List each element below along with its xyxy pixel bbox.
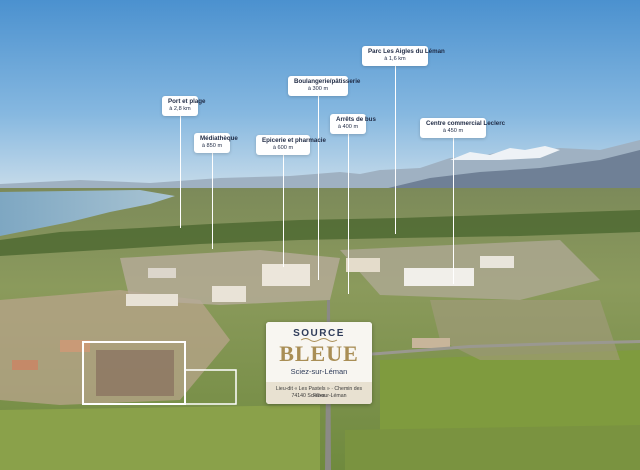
wave-icon [300, 338, 338, 342]
poi-name: Médiathèque [200, 135, 238, 142]
building [12, 360, 38, 370]
project-buildings [96, 350, 174, 396]
building [480, 256, 514, 268]
near-mountains [380, 150, 640, 200]
poi-distance: à 300 m [307, 86, 329, 92]
poi-name: Port et plage [168, 98, 206, 105]
project-site [82, 341, 186, 405]
fields-right [380, 350, 640, 430]
snow-peaks [450, 146, 560, 160]
poi-line [179, 116, 181, 228]
poi-line [394, 66, 396, 234]
village-center [120, 250, 340, 305]
poi-distance: à 850 m [201, 143, 223, 149]
poi-line [347, 134, 349, 294]
poi-name: Parc Les Aigles du Léman [368, 48, 445, 55]
brand-header: SOURCE BLEUE Sciez-sur-Léman [266, 322, 372, 382]
poi-line [211, 153, 213, 249]
poi-mediatheque: Médiathèque à 850 m [194, 133, 238, 249]
building [126, 294, 178, 306]
building [404, 268, 474, 286]
poi-arrets-bus: Arrêts de bus à 400 m [330, 114, 376, 294]
building [262, 264, 310, 286]
poi-label: Epicerie et pharmacie à 600 m [256, 135, 326, 155]
poi-epicerie-pharmacie: Epicerie et pharmacie à 600 m [256, 135, 326, 267]
forest-band [0, 210, 640, 256]
site-outline [185, 369, 237, 405]
brand-town: Sciez-sur-Léman [290, 367, 348, 376]
poi-label: Port et plage à 2,8 km [162, 96, 206, 116]
poi-label: Médiathèque à 850 m [194, 133, 238, 153]
brand-address: Lieu-dit « Les Pastels » · Chemin des Fi… [275, 386, 363, 399]
poi-name: Epicerie et pharmacie [262, 137, 326, 144]
poi-line [317, 96, 319, 280]
poi-name: Arrêts de bus [336, 116, 376, 123]
poi-line [282, 155, 284, 267]
poi-distance: à 400 m [337, 124, 359, 130]
poi-line [452, 138, 454, 284]
poi-label: Centre commercial Leclerc à 450 m [420, 118, 506, 138]
brand-bleue: BLEUE [279, 341, 359, 366]
poi-distance: à 450 m [442, 128, 464, 134]
poi-boulangerie: Boulangerie/pâtisserie à 300 m [288, 76, 361, 280]
building [212, 286, 246, 302]
poi-distance: à 600 m [272, 145, 294, 151]
poi-label: Arrêts de bus à 400 m [330, 114, 376, 134]
poi-name: Boulangerie/pâtisserie [294, 78, 361, 85]
poi-label: Parc Les Aigles du Léman à 1,6 km [362, 46, 445, 66]
road-side [330, 340, 640, 358]
building [412, 338, 450, 348]
poi-distance: à 1,6 km [384, 56, 406, 62]
brand-logo: SOURCE BLEUE Sciez-sur-Léman Lieu-dit « … [266, 322, 372, 404]
fields-bottom-right [345, 425, 640, 470]
poi-centre-leclerc: Centre commercial Leclerc à 450 m [420, 118, 506, 284]
poi-port-plage: Port et plage à 2,8 km [162, 96, 206, 228]
poi-distance: à 2,8 km [169, 106, 191, 112]
building [148, 268, 176, 278]
fields-bottom [0, 405, 320, 470]
brand-source: SOURCE [293, 328, 345, 339]
poi-name: Centre commercial Leclerc [426, 120, 506, 127]
building [346, 258, 380, 272]
poi-parc-aigles: Parc Les Aigles du Léman à 1,6 km [362, 46, 445, 234]
poi-label: Boulangerie/pâtisserie à 300 m [288, 76, 361, 96]
brand-footer: Lieu-dit « Les Pastels » · Chemin des Fi… [266, 382, 372, 404]
lake [0, 190, 175, 236]
brand-city: 74140 Sciez-sur-Léman [291, 393, 347, 399]
